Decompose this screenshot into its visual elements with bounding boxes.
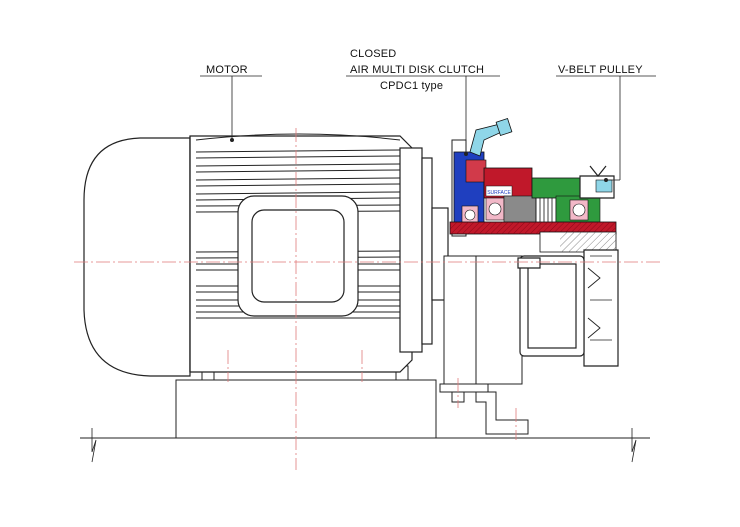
terminal-box [237, 195, 359, 317]
pulley-label: V-BELT PULLEY [558, 64, 643, 76]
motor-label: MOTOR [206, 64, 248, 76]
leader-pulley [556, 75, 656, 182]
motor-fan-cover [83, 137, 191, 377]
clutch-label-line2: AIR MULTI DISK CLUTCH [350, 64, 485, 76]
motor-base [175, 365, 437, 439]
leader-motor [200, 75, 262, 142]
centerlines-vertical [227, 128, 517, 470]
clutch-label-line1: CLOSED [350, 48, 397, 60]
air-fitting [469, 117, 513, 157]
clutch-cross-section: SURFACE [449, 151, 617, 253]
leader-clutch [346, 75, 500, 156]
clutch-type-label: CPDC1 type [380, 80, 444, 92]
clutch-part-text: SURFACE [487, 190, 511, 196]
v-belt-pulley [517, 165, 619, 367]
